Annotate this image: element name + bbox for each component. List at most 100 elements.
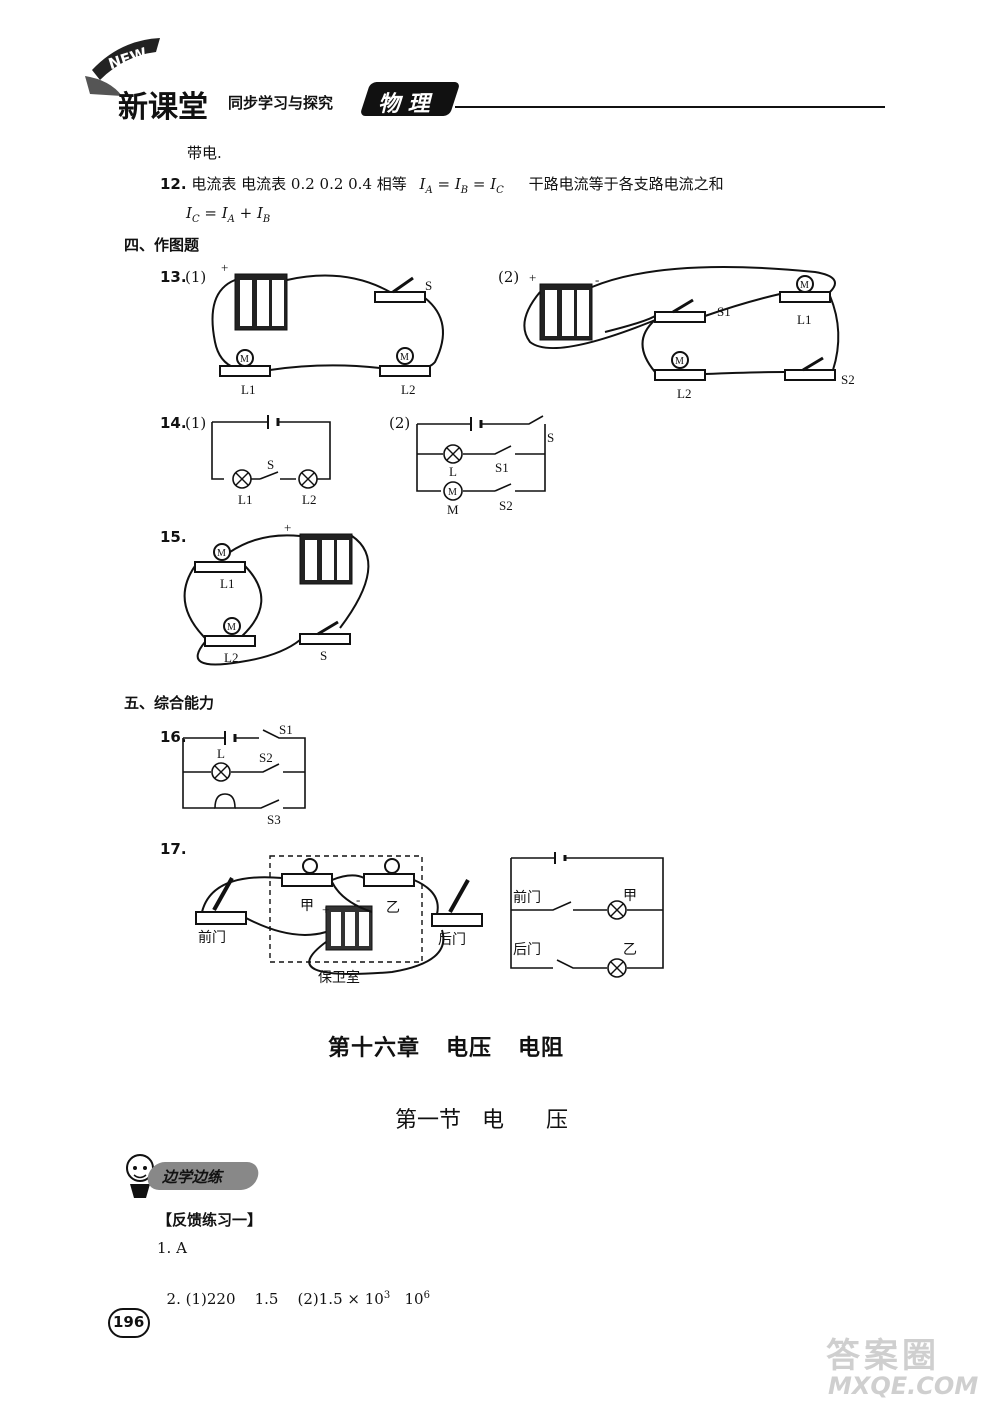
practice-badge: 边学边练	[120, 1150, 261, 1200]
battery-icon	[539, 283, 593, 341]
lamp-symbol	[211, 762, 231, 782]
lamp-l-label: L	[217, 746, 225, 761]
switch-s1-label: S1	[495, 460, 509, 475]
front-door-label: 前门	[198, 929, 226, 946]
q14-number: 14.	[160, 414, 187, 432]
answer-2-exp2: 6	[423, 1290, 430, 1301]
answer-2-mid: 10	[390, 1290, 424, 1308]
lamp-l2-label: L2	[224, 650, 238, 665]
lamp-yi-label: 乙	[386, 900, 400, 916]
switch-s-label: S	[267, 457, 274, 472]
switch-s2-label: S2	[841, 372, 855, 387]
feedback-answer-2: 2. (1)220 1.5 (2)1.5 × 103 106	[157, 1266, 430, 1309]
lamp-l-symbol	[443, 444, 463, 464]
page-number: 196	[113, 1313, 145, 1331]
switch-icon	[299, 620, 351, 645]
lamp-l1-label: L1	[241, 382, 255, 397]
switch-icon	[654, 298, 706, 323]
lamp-jia-symbol	[607, 900, 627, 920]
switch-s2-label: S2	[499, 498, 513, 513]
q12-text-2: 干路电流等于各支路电流之和	[528, 175, 724, 193]
q13-number: 13.	[160, 268, 187, 286]
watermark-url: MXQE.COM	[828, 1372, 979, 1400]
minus-sign: -	[356, 892, 360, 907]
watermark-text: 答案圈	[826, 1336, 940, 1376]
q15-number: 15.	[160, 528, 187, 546]
switch-s-label: S	[547, 430, 554, 445]
q14-2-schematic: S L S1 M M S2	[416, 415, 554, 517]
q12-formula-2: IC = IA + IB	[186, 204, 271, 225]
guard-room-label: 保卫室	[318, 969, 360, 986]
lamp-l1-label: L1	[797, 312, 811, 327]
q14-part2: (2)	[389, 414, 411, 432]
switch-s2-label: S2	[259, 750, 273, 765]
q14-1-schematic: S L1 L2	[211, 415, 331, 507]
plus-sign: +	[322, 902, 329, 917]
lamp-mark: M	[800, 280, 809, 291]
battery-icon	[234, 273, 288, 331]
q12-number: 12.	[160, 175, 187, 193]
lamp-l2-label: L2	[401, 382, 415, 397]
q16-schematic: S1 L S2 S3	[182, 722, 306, 827]
feedback-heading: 【反馈练习一】	[157, 1211, 263, 1229]
q14-part1: (1)	[185, 414, 207, 432]
chapter-title: 第十六章 电压 电阻	[328, 1036, 564, 1061]
battery-icon	[325, 905, 373, 951]
q17-schematic: 前门 甲 后门 乙	[510, 852, 664, 978]
lamp-mark: M	[240, 354, 249, 365]
section-4-heading: 四、作图题	[124, 236, 200, 254]
answer-12: 12. 电流表 电流表 0.2 0.2 0.4 相等 IA = IB = IC …	[160, 174, 724, 201]
battery-icon	[299, 533, 353, 585]
lamp-icon: M	[379, 347, 431, 377]
lamp-mark: M	[227, 622, 236, 633]
lamp-icon: M	[219, 349, 271, 377]
answer-2-prefix: 2. (1)220 1.5 (2)1.5 × 10	[166, 1290, 384, 1308]
motor-m-label: M	[447, 502, 459, 517]
q15-circuit: M L1 + M L2 S	[183, 520, 370, 666]
header-rule	[455, 106, 885, 108]
switch-s1-label: S1	[279, 722, 293, 737]
switch-s-label: S	[425, 278, 432, 293]
lamp-l1-label: L1	[220, 576, 234, 591]
motor-symbol: M	[443, 481, 463, 501]
plus-sign: +	[284, 520, 291, 535]
switch-back-icon	[431, 879, 483, 927]
switch-front-icon	[195, 877, 247, 925]
q16-number: 16.	[160, 728, 187, 746]
section-5-heading: 五、综合能力	[124, 694, 215, 712]
motor-mark: M	[448, 487, 457, 498]
lamp-yi-label: 乙	[623, 942, 637, 958]
lamp-mark: M	[675, 356, 684, 367]
lamp-icon: M	[204, 617, 256, 647]
watermark-logo: 答案圈 MXQE.COM	[820, 1328, 990, 1406]
q12-formula-1: IA = IB = IC	[419, 175, 504, 196]
lamp-l1-symbol	[232, 469, 252, 489]
lamp-jia-icon	[281, 858, 333, 887]
q12-text: 电流表 电流表 0.2 0.2 0.4 相等	[191, 175, 407, 193]
front-door-label: 前门	[513, 889, 541, 906]
q13-2-circuit: + - S1 M L1 M L2 S2	[523, 266, 855, 401]
lamp-l2-label: L2	[302, 492, 316, 507]
back-door-label: 后门	[513, 942, 541, 958]
student-icon	[126, 1154, 154, 1198]
plus-sign: +	[529, 270, 536, 285]
feedback-answer-1: 1. A	[157, 1239, 187, 1257]
lamp-l2-label: L2	[677, 386, 691, 401]
lamp-jia-label: 甲	[623, 888, 637, 904]
answer-2-exp: 3	[383, 1290, 391, 1301]
plus-sign: +	[221, 260, 228, 275]
lamp-mark: M	[400, 352, 409, 363]
q17-number: 17.	[160, 840, 187, 858]
subject-label: 物 理	[378, 92, 430, 117]
lamp-l2-symbol	[298, 469, 318, 489]
switch-icon	[784, 356, 836, 381]
lamp-mark: M	[217, 548, 226, 559]
lamp-icon: M	[779, 275, 831, 303]
new-badge-icon: NEW	[85, 38, 160, 96]
brand-subtitle: 同步学习与探究	[228, 94, 334, 112]
lamp-l-label: L	[449, 464, 457, 479]
lamp-yi-icon	[363, 858, 415, 887]
page-header: NEW 新课堂 同步学习与探究 物 理	[80, 30, 890, 130]
q13-1-circuit: + S M L1 M L2	[211, 260, 444, 397]
new-badge-text: NEW	[106, 44, 149, 73]
